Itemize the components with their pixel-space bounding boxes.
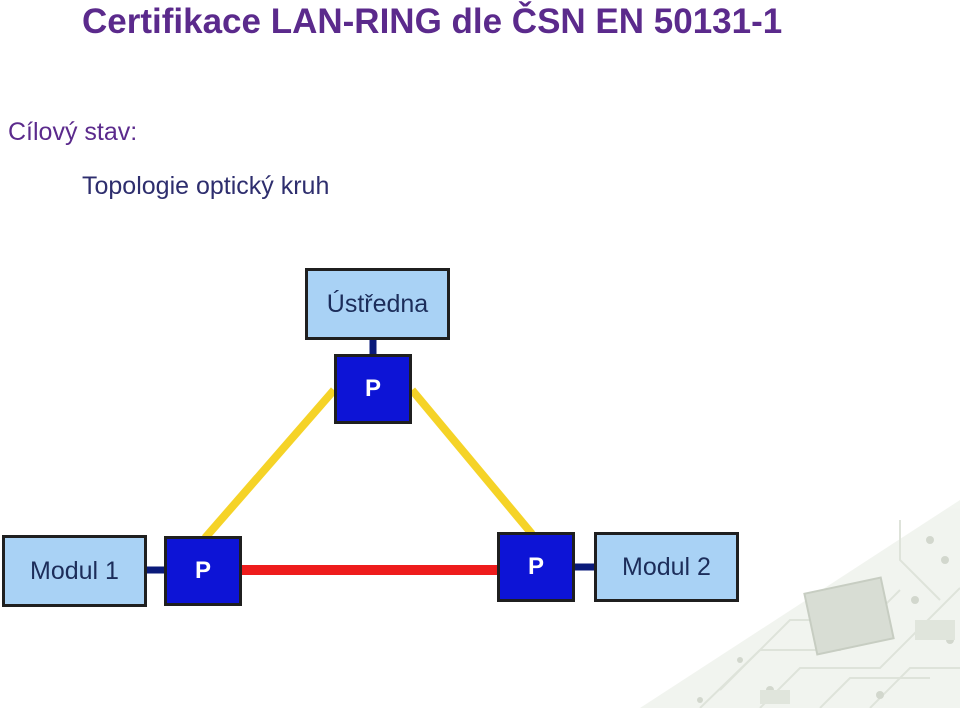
module1-box: Modul 1 (2, 535, 147, 607)
port-left-box: P (164, 536, 242, 606)
module2-box: Modul 2 (594, 532, 739, 602)
topology-label: Topologie optický kruh (82, 172, 330, 200)
target-state-label: Cílový stav: (8, 118, 138, 146)
optical-link-left (201, 387, 338, 541)
port-right-box: P (497, 532, 575, 602)
central-unit-box: Ústředna (305, 268, 450, 340)
optical-link-right (408, 387, 536, 537)
port-top-box: P (334, 354, 412, 424)
page-title: Certifikace LAN-RING dle ČSN EN 50131-1 (82, 2, 783, 41)
